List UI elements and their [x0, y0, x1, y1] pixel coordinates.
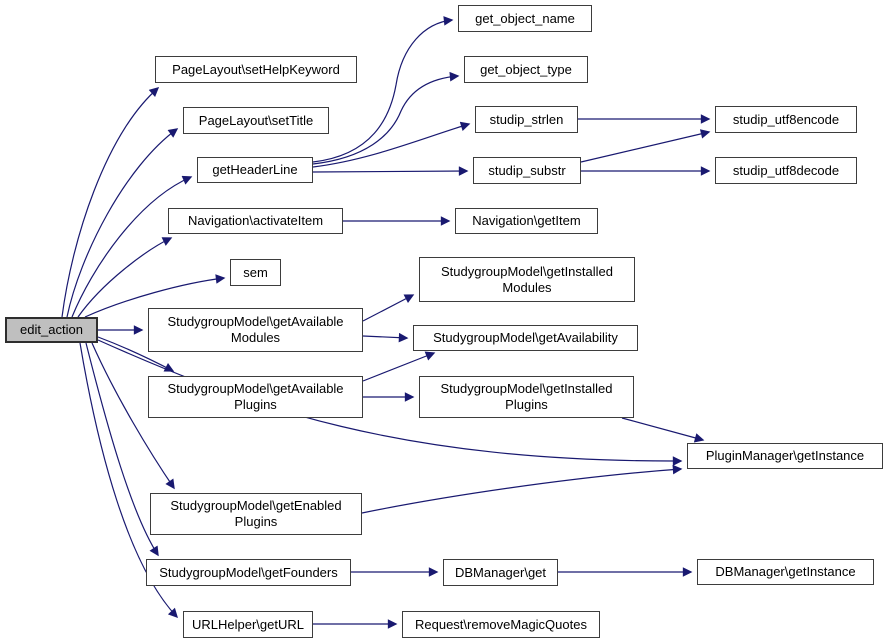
node-pagelayout-settitle[interactable]: PageLayout\setTitle — [183, 107, 329, 134]
node-studygroupmodel-getenabledplugins[interactable]: StudygroupModel\getEnabled Plugins — [150, 493, 362, 535]
edge-studip_substr-to-utf8encode — [580, 129, 711, 163]
node-request-removemagicquotes[interactable]: Request\removeMagicQuotes — [402, 611, 600, 638]
node-get-object-type[interactable]: get_object_type — [464, 56, 588, 83]
edge-getavailablemodules-to-getavailability — [362, 332, 409, 343]
node-studip-substr[interactable]: studip_substr — [473, 157, 581, 184]
node-label: sem — [243, 264, 268, 280]
node-getheaderline[interactable]: getHeaderLine — [197, 157, 313, 183]
node-label: studip_substr — [488, 162, 566, 178]
node-label: PageLayout\setTitle — [198, 112, 314, 128]
edge-edit_action-to-getheaderline — [71, 175, 193, 318]
edge-edit_action-to-settitle — [66, 128, 179, 318]
node-label: StudygroupModel\getEnabled Plugins — [170, 498, 342, 529]
node-label: edit_action — [20, 322, 83, 337]
edge-edit_action-to-geturl — [79, 342, 178, 619]
node-edit-action: edit_action — [5, 317, 98, 343]
node-navigation-activateitem[interactable]: Navigation\activateItem — [168, 208, 343, 234]
edge-getheaderline-to-studip_strlen — [312, 121, 471, 168]
edge-edit_action-to-getfounders — [85, 342, 159, 557]
node-label: PluginManager\getInstance — [705, 448, 865, 463]
node-studygroupmodel-getinstalledmodules[interactable]: StudygroupModel\getInstalled Modules — [419, 257, 635, 302]
edge-getavailableplugins-to-getavailability — [362, 351, 436, 382]
node-urlhelper-geturl[interactable]: URLHelper\getURL — [183, 611, 313, 638]
node-label: get_object_name — [475, 10, 575, 26]
edge-getinstalledplugins-to-pluginmanager — [621, 417, 705, 443]
node-studygroupmodel-getfounders[interactable]: StudygroupModel\getFounders — [146, 559, 351, 586]
node-label: studip_strlen — [489, 111, 564, 127]
edge-edit_action-to-getenabledplugins — [91, 342, 175, 490]
edge-getheaderline-to-studip_substr — [312, 166, 469, 176]
edge-edit_action-to-pluginmanager — [97, 339, 683, 466]
node-pluginmanager-getinstance[interactable]: PluginManager\getInstance — [687, 443, 883, 469]
node-studip-strlen[interactable]: studip_strlen — [475, 106, 578, 133]
edge-edit_action-to-activateitem — [77, 237, 173, 318]
edge-edit_action-to-getavailableplugins — [97, 336, 175, 372]
edge-getheaderline-to-get_object_type — [312, 71, 460, 165]
node-label: Navigation\activateItem — [187, 213, 324, 228]
node-get-object-name[interactable]: get_object_name — [458, 5, 592, 32]
edge-getavailablemodules-to-getinstalledmodules — [362, 294, 415, 322]
edge-getenabledplugins-to-pluginmanager — [361, 464, 683, 514]
node-label: get_object_type — [480, 61, 572, 77]
node-studygroupmodel-getavailability[interactable]: StudygroupModel\getAvailability — [413, 325, 638, 351]
node-sem[interactable]: sem — [230, 259, 281, 286]
node-label: DBManager\get — [454, 564, 547, 580]
node-label: Navigation\getItem — [472, 213, 581, 228]
node-label: StudygroupModel\getInstalled Modules — [440, 263, 613, 295]
node-studygroupmodel-getinstalledplugins[interactable]: StudygroupModel\getInstalled Plugins — [419, 376, 634, 418]
edge-edit_action-to-sethelpkeyword — [61, 87, 160, 318]
node-label: getHeaderLine — [212, 162, 298, 177]
node-dbmanager-getinstance[interactable]: DBManager\getInstance — [697, 559, 874, 585]
node-label: PageLayout\setHelpKeyword — [172, 61, 340, 77]
node-label: StudygroupModel\getAvailability — [433, 330, 618, 345]
edge-edit_action-to-sem — [84, 274, 226, 318]
node-studip-utf8encode[interactable]: studip_utf8encode — [715, 106, 857, 133]
node-label: URLHelper\getURL — [192, 616, 304, 632]
node-label: studip_utf8encode — [732, 111, 840, 127]
node-studygroupmodel-getavailablemodules[interactable]: StudygroupModel\getAvailable Modules — [148, 308, 363, 352]
node-studygroupmodel-getavailableplugins[interactable]: StudygroupModel\getAvailable Plugins — [148, 376, 363, 418]
node-dbmanager-get[interactable]: DBManager\get — [443, 559, 558, 586]
node-navigation-getitem[interactable]: Navigation\getItem — [455, 208, 598, 234]
node-label: StudygroupModel\getAvailable Plugins — [167, 381, 344, 412]
node-label: StudygroupModel\getInstalled Plugins — [440, 381, 613, 412]
edge-getheaderline-to-get_object_name — [312, 16, 454, 163]
node-studip-utf8decode[interactable]: studip_utf8decode — [715, 157, 857, 184]
node-label: StudygroupModel\getFounders — [159, 564, 338, 580]
node-label: studip_utf8decode — [732, 162, 840, 178]
node-pagelayout-sethelpkeyword[interactable]: PageLayout\setHelpKeyword — [155, 56, 357, 83]
node-label: StudygroupModel\getAvailable Modules — [167, 314, 344, 345]
node-label: Request\removeMagicQuotes — [415, 616, 587, 632]
node-label: DBManager\getInstance — [715, 564, 856, 579]
